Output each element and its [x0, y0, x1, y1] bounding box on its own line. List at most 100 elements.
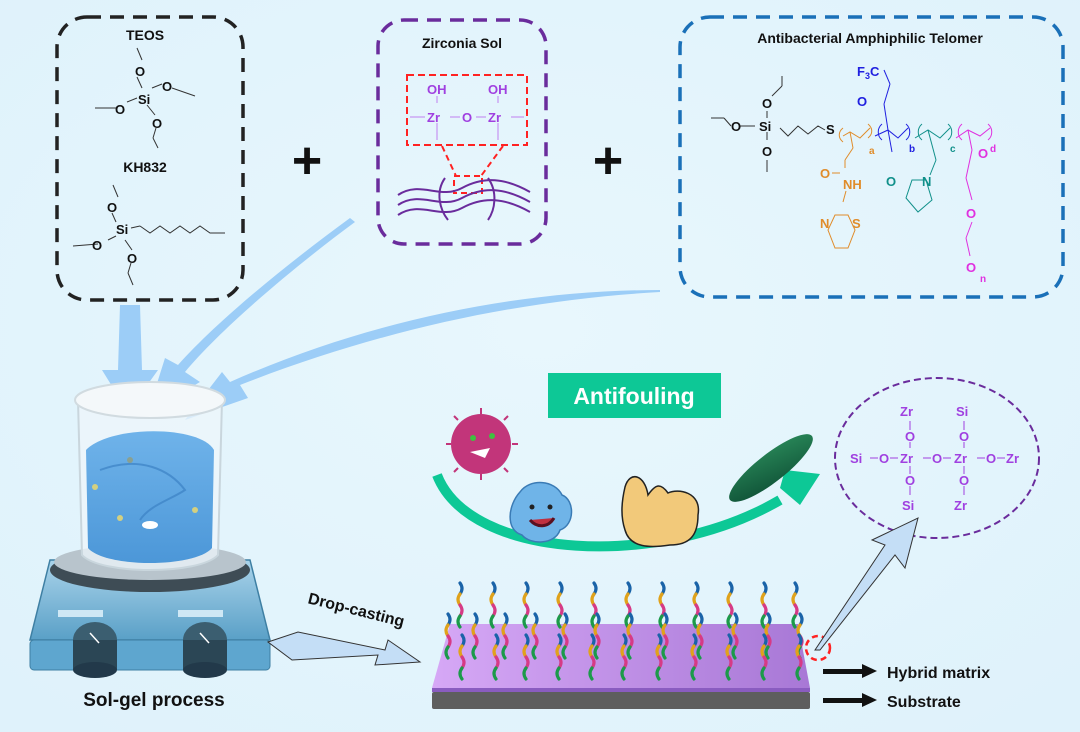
hybrid-network-detail: Zr Si O O Si O Zr O Zr O Zr O O Si Zr — [834, 377, 1040, 539]
telomer-box: Antibacterial Amphiphilic Telomer O Si O… — [678, 15, 1065, 299]
telomer-chain — [561, 612, 569, 660]
telomer-chain — [655, 633, 663, 681]
block-a-bonds — [827, 123, 873, 249]
chain-segment — [489, 614, 495, 629]
chain-segment — [531, 645, 537, 660]
net-o: O — [959, 429, 969, 444]
block-b-subscript: b — [909, 144, 915, 155]
telomer-chain — [626, 612, 634, 660]
zirconia-inset-box — [406, 74, 528, 146]
chain-segment — [725, 666, 731, 681]
zirconia-o-bridge: O — [462, 110, 472, 125]
vortex — [99, 462, 187, 521]
chain-segment — [555, 666, 561, 681]
teos-atoms: O Si O O O — [115, 64, 172, 131]
teos-o-top: O — [135, 64, 145, 79]
chain-segment — [658, 614, 664, 629]
block-a-carbonyl-o: O — [820, 166, 830, 181]
teos-structure — [95, 47, 196, 149]
substrate-layer — [432, 692, 810, 709]
knob-right[interactable] — [183, 622, 227, 678]
chain-segment — [456, 614, 462, 629]
cf3-label: F3C — [857, 64, 880, 81]
block-c-subscript: c — [950, 144, 956, 155]
zoom-arrow — [814, 517, 919, 651]
telomer-chain — [590, 581, 598, 629]
zirconia-zr-2: Zr — [488, 110, 501, 125]
network-atoms: Zr Si O O Si O Zr O Zr O Zr O O Si Zr — [850, 404, 1019, 513]
telomer-chain — [531, 612, 539, 660]
telomer-chain — [726, 581, 734, 629]
zirconia-atoms: OH OH Zr O Zr — [427, 82, 508, 125]
zoom-circle — [804, 634, 832, 662]
telomer-chain — [492, 633, 500, 681]
zirconia-polymer-network — [397, 177, 531, 221]
telomer-chain — [458, 633, 466, 681]
matrix-edge — [432, 688, 810, 692]
repel-arrow-head — [780, 470, 820, 505]
net-zr-center-left: Zr — [900, 451, 913, 466]
zirconia-zr-1: Zr — [427, 110, 440, 125]
particle — [117, 515, 123, 521]
block-d-subscript: d — [990, 144, 996, 155]
telomer-chain — [764, 612, 772, 660]
telomer-chain — [795, 633, 803, 681]
zirconia-title: Zirconia Sol — [422, 35, 502, 51]
zirconia-oh-1: OH — [427, 82, 447, 97]
zirconia-sol-box: Zirconia Sol OH OH Zr O Zr — [376, 18, 548, 246]
block-d-bonds — [955, 123, 993, 257]
chain-segment — [501, 645, 507, 660]
chain-segment — [726, 614, 732, 629]
hybrid-matrix-label: Hybrid matrix — [887, 665, 990, 682]
telomer-chain — [725, 633, 733, 681]
block-d-atoms: O O O n d — [966, 144, 996, 285]
chain-segment — [696, 645, 702, 660]
block-d-ether-o-1: O — [966, 206, 976, 221]
hybrid-matrix-pointer — [823, 664, 877, 678]
block-b-atoms: F3C O b — [857, 64, 915, 155]
chain-segment — [624, 614, 630, 629]
chain-segment — [731, 645, 737, 660]
telomer-chain — [555, 633, 563, 681]
teos-si: Si — [138, 92, 150, 107]
protein-icon — [621, 476, 700, 548]
telomer-chain — [556, 581, 564, 629]
particle — [127, 457, 133, 463]
telomer-chain — [661, 612, 669, 660]
block-a-thiazole-s: S — [852, 216, 861, 231]
block-d-carbonyl-o: O — [978, 146, 988, 161]
antifouling-label: Antifouling — [573, 383, 694, 409]
zirconia-box-border — [376, 18, 548, 246]
telomer-chain — [624, 581, 632, 629]
block-a-atoms: O NH N S a — [820, 146, 875, 231]
chain-segment — [590, 614, 596, 629]
antifouling-section: Antifouling — [432, 373, 820, 552]
net-zr-right: Zr — [1006, 451, 1019, 466]
net-o: O — [905, 429, 915, 444]
network-border — [834, 377, 1040, 539]
telomer-s: S — [826, 122, 835, 137]
telomer-o-left: O — [731, 119, 741, 134]
diatom-icon — [729, 434, 813, 502]
substrate-pointer — [823, 693, 877, 707]
zirconia-bonds — [410, 96, 524, 140]
telomer-chain — [791, 581, 799, 629]
kh832-label: KH832 — [123, 159, 167, 175]
telomer-chain — [522, 581, 530, 629]
chain-segment — [556, 614, 562, 629]
block-a-thiazole-n: N — [820, 216, 829, 231]
antifouling-badge — [548, 373, 721, 418]
chain-segment — [655, 666, 661, 681]
hotplate-label-left — [58, 610, 103, 617]
hybrid-matrix-layer — [432, 624, 810, 688]
block-a-nh: NH — [843, 177, 862, 192]
block-c-n: N — [922, 174, 931, 189]
kh832-atoms: O Si O O — [92, 200, 137, 266]
net-si-top-right: Si — [956, 404, 968, 419]
knob-left[interactable] — [73, 622, 117, 678]
telomer-chain — [696, 612, 704, 660]
particle — [92, 484, 98, 490]
chain-segment — [690, 666, 696, 681]
net-zr-center-right: Zr — [954, 451, 967, 466]
